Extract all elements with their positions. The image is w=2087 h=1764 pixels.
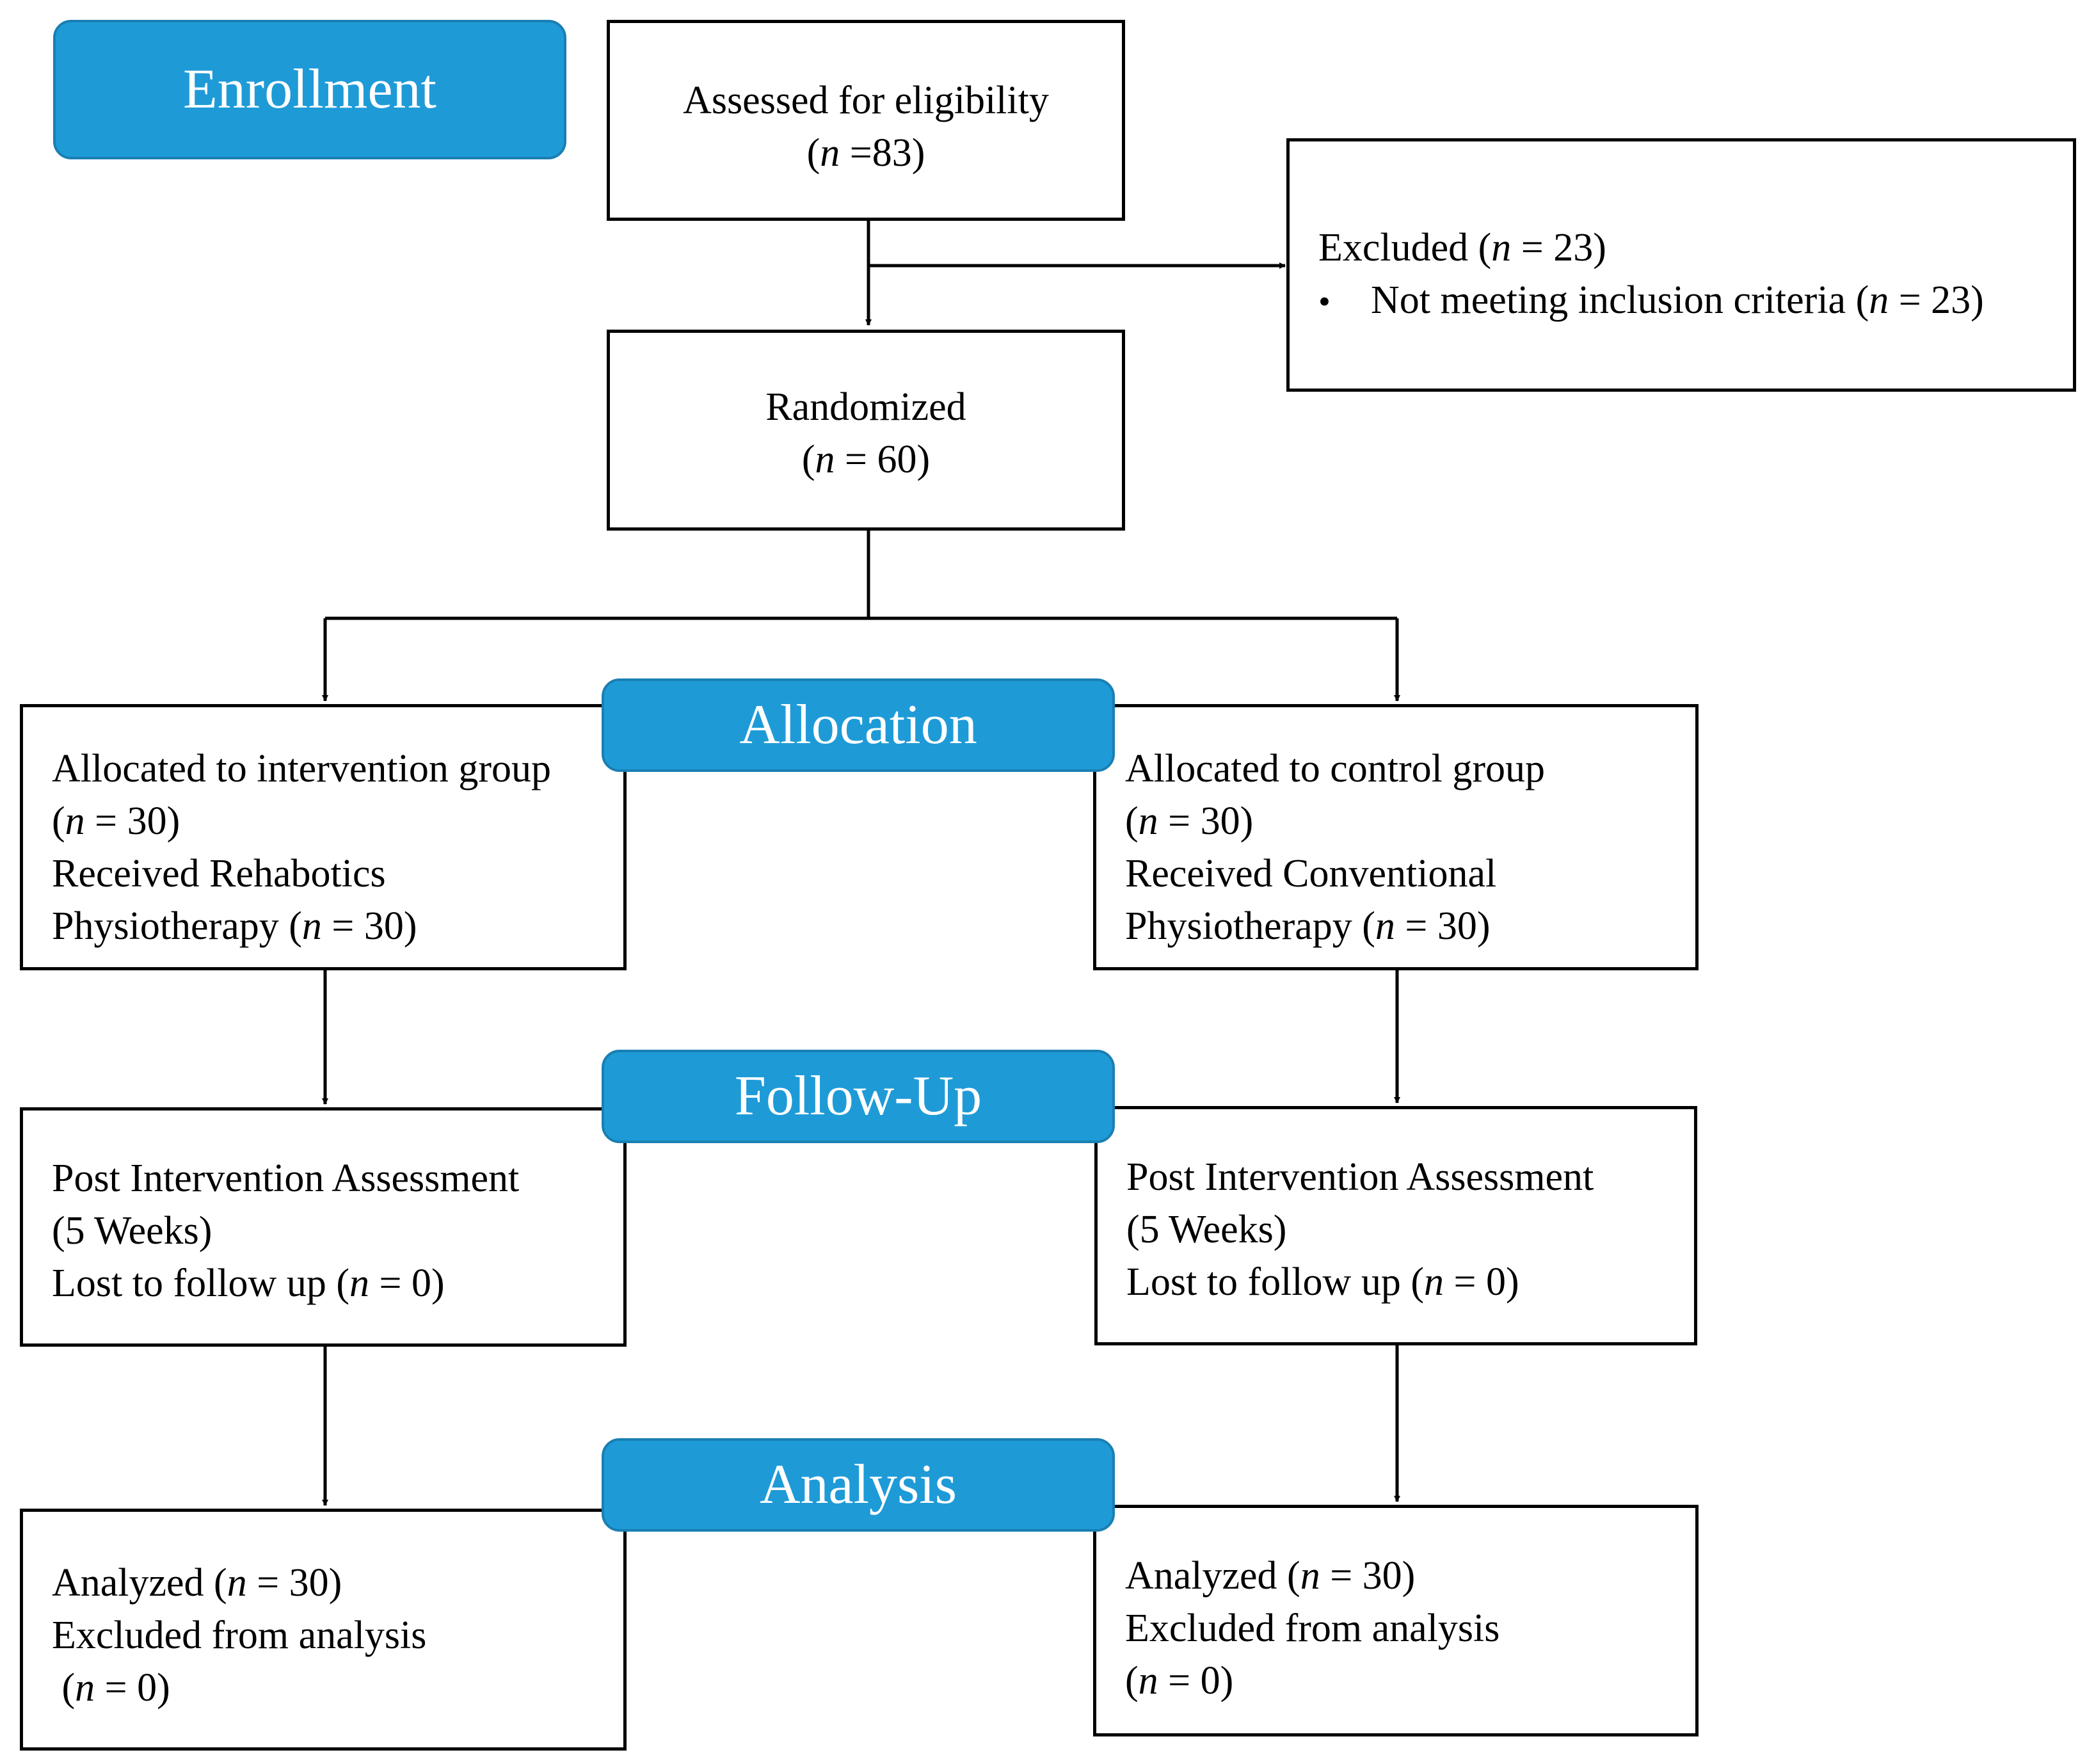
intervention-received-count: Physiotherapy (n = 30)	[52, 904, 417, 948]
control-received-count: Physiotherapy (n = 30)	[1125, 904, 1491, 948]
control-allocation-count: (n = 30)	[1125, 799, 1254, 843]
intervention-allocation-count: (n = 30)	[52, 799, 180, 843]
intervention-followup-duration: (5 Weeks)	[52, 1209, 212, 1253]
control-received: Received Conventional	[1125, 852, 1497, 895]
assessed-box: Assessed for eligibility (n =83)	[607, 20, 1125, 221]
randomized-box: Randomized (n = 60)	[607, 330, 1125, 531]
excluded-reason: •Not meeting inclusion criteria (n = 23)	[1318, 274, 2073, 328]
randomized-count: (n = 60)	[801, 438, 931, 481]
excluded-label: Excluded (n = 23)	[1318, 226, 1606, 269]
intervention-analysis-box: Analyzed (n = 30) Excluded from analysis…	[20, 1509, 627, 1751]
excluded-box: Excluded (n = 23) •Not meeting inclusion…	[1286, 138, 2076, 392]
intervention-received: Received Rehabotics	[52, 852, 386, 895]
analysis-stage-label: Analysis	[602, 1438, 1115, 1532]
intervention-followup-box: Post Intervention Assessment (5 Weeks) L…	[20, 1107, 627, 1347]
control-lost-to-followup: Lost to follow up (n = 0)	[1126, 1260, 1519, 1304]
intervention-followup-title: Post Intervention Assessment	[52, 1157, 520, 1200]
intervention-excluded-count: (n = 0)	[52, 1666, 170, 1710]
intervention-lost-to-followup: Lost to follow up (n = 0)	[52, 1262, 445, 1305]
intervention-allocation-box: Allocated to intervention group (n = 30)…	[20, 704, 627, 970]
control-excluded-from-analysis: Excluded from analysis	[1125, 1607, 1500, 1650]
control-allocation-box: Allocated to control group (n = 30) Rece…	[1093, 704, 1699, 970]
enrollment-stage-label: Enrollment	[53, 20, 566, 159]
followup-stage-label: Follow-Up	[602, 1050, 1115, 1143]
control-excluded-count: (n = 0)	[1125, 1659, 1234, 1703]
allocation-stage-label: Allocation	[602, 678, 1115, 772]
control-allocation-title: Allocated to control group	[1125, 747, 1545, 790]
bullet-icon: •	[1318, 282, 1331, 321]
control-followup-title: Post Intervention Assessment	[1126, 1155, 1594, 1199]
intervention-excluded-from-analysis: Excluded from analysis	[52, 1614, 427, 1657]
control-analyzed: Analyzed (n = 30)	[1125, 1554, 1416, 1598]
assessed-count: (n =83)	[806, 131, 925, 175]
control-analysis-box: Analyzed (n = 30) Excluded from analysis…	[1093, 1505, 1699, 1736]
control-followup-duration: (5 Weeks)	[1126, 1208, 1287, 1251]
control-followup-box: Post Intervention Assessment (5 Weeks) L…	[1094, 1106, 1697, 1345]
intervention-allocation-title: Allocated to intervention group	[52, 747, 551, 790]
assessed-label: Assessed for eligibility	[683, 79, 1049, 122]
randomized-label: Randomized	[765, 385, 966, 429]
intervention-analyzed: Analyzed (n = 30)	[52, 1561, 342, 1605]
